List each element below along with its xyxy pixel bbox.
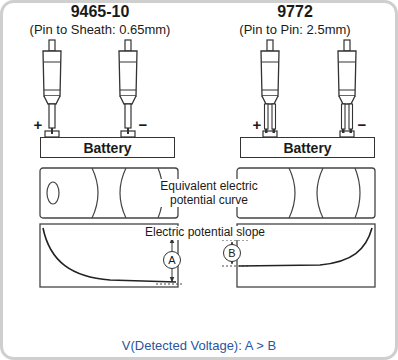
battery-box: Battery (40, 137, 175, 158)
probe-pins (338, 40, 356, 133)
callout-letter: A (168, 255, 175, 266)
battery-label: Battery (83, 140, 131, 156)
probe-sheath (119, 40, 137, 134)
polarity-sign: + (34, 116, 43, 133)
model-number: 9772 (277, 3, 313, 21)
dimension-marker: A (163, 251, 181, 269)
probe-pins (261, 40, 279, 133)
polarity-sign: + (253, 116, 262, 133)
dimension-tick (156, 284, 182, 285)
dimension-tick (222, 266, 250, 267)
callout-letter: B (228, 248, 235, 259)
battery-box: Battery (240, 137, 375, 158)
annotation: Equivalent electric potential curve (144, 179, 274, 207)
spec-note: (Pin to Pin: 2.5mm) (239, 23, 350, 38)
polarity-sign: − (358, 116, 367, 133)
probe-sheath (43, 40, 61, 134)
spec-note: (Pin to Sheath: 0.65mm) (30, 23, 171, 38)
polarity-sign: − (139, 116, 148, 133)
caption: V(Detected Voltage): A > B (122, 338, 276, 353)
dimension-marker: B (223, 244, 241, 262)
model-number: 9465-10 (71, 3, 130, 21)
annotation: Electric potential slope (142, 226, 268, 240)
battery-label: Battery (283, 140, 331, 156)
